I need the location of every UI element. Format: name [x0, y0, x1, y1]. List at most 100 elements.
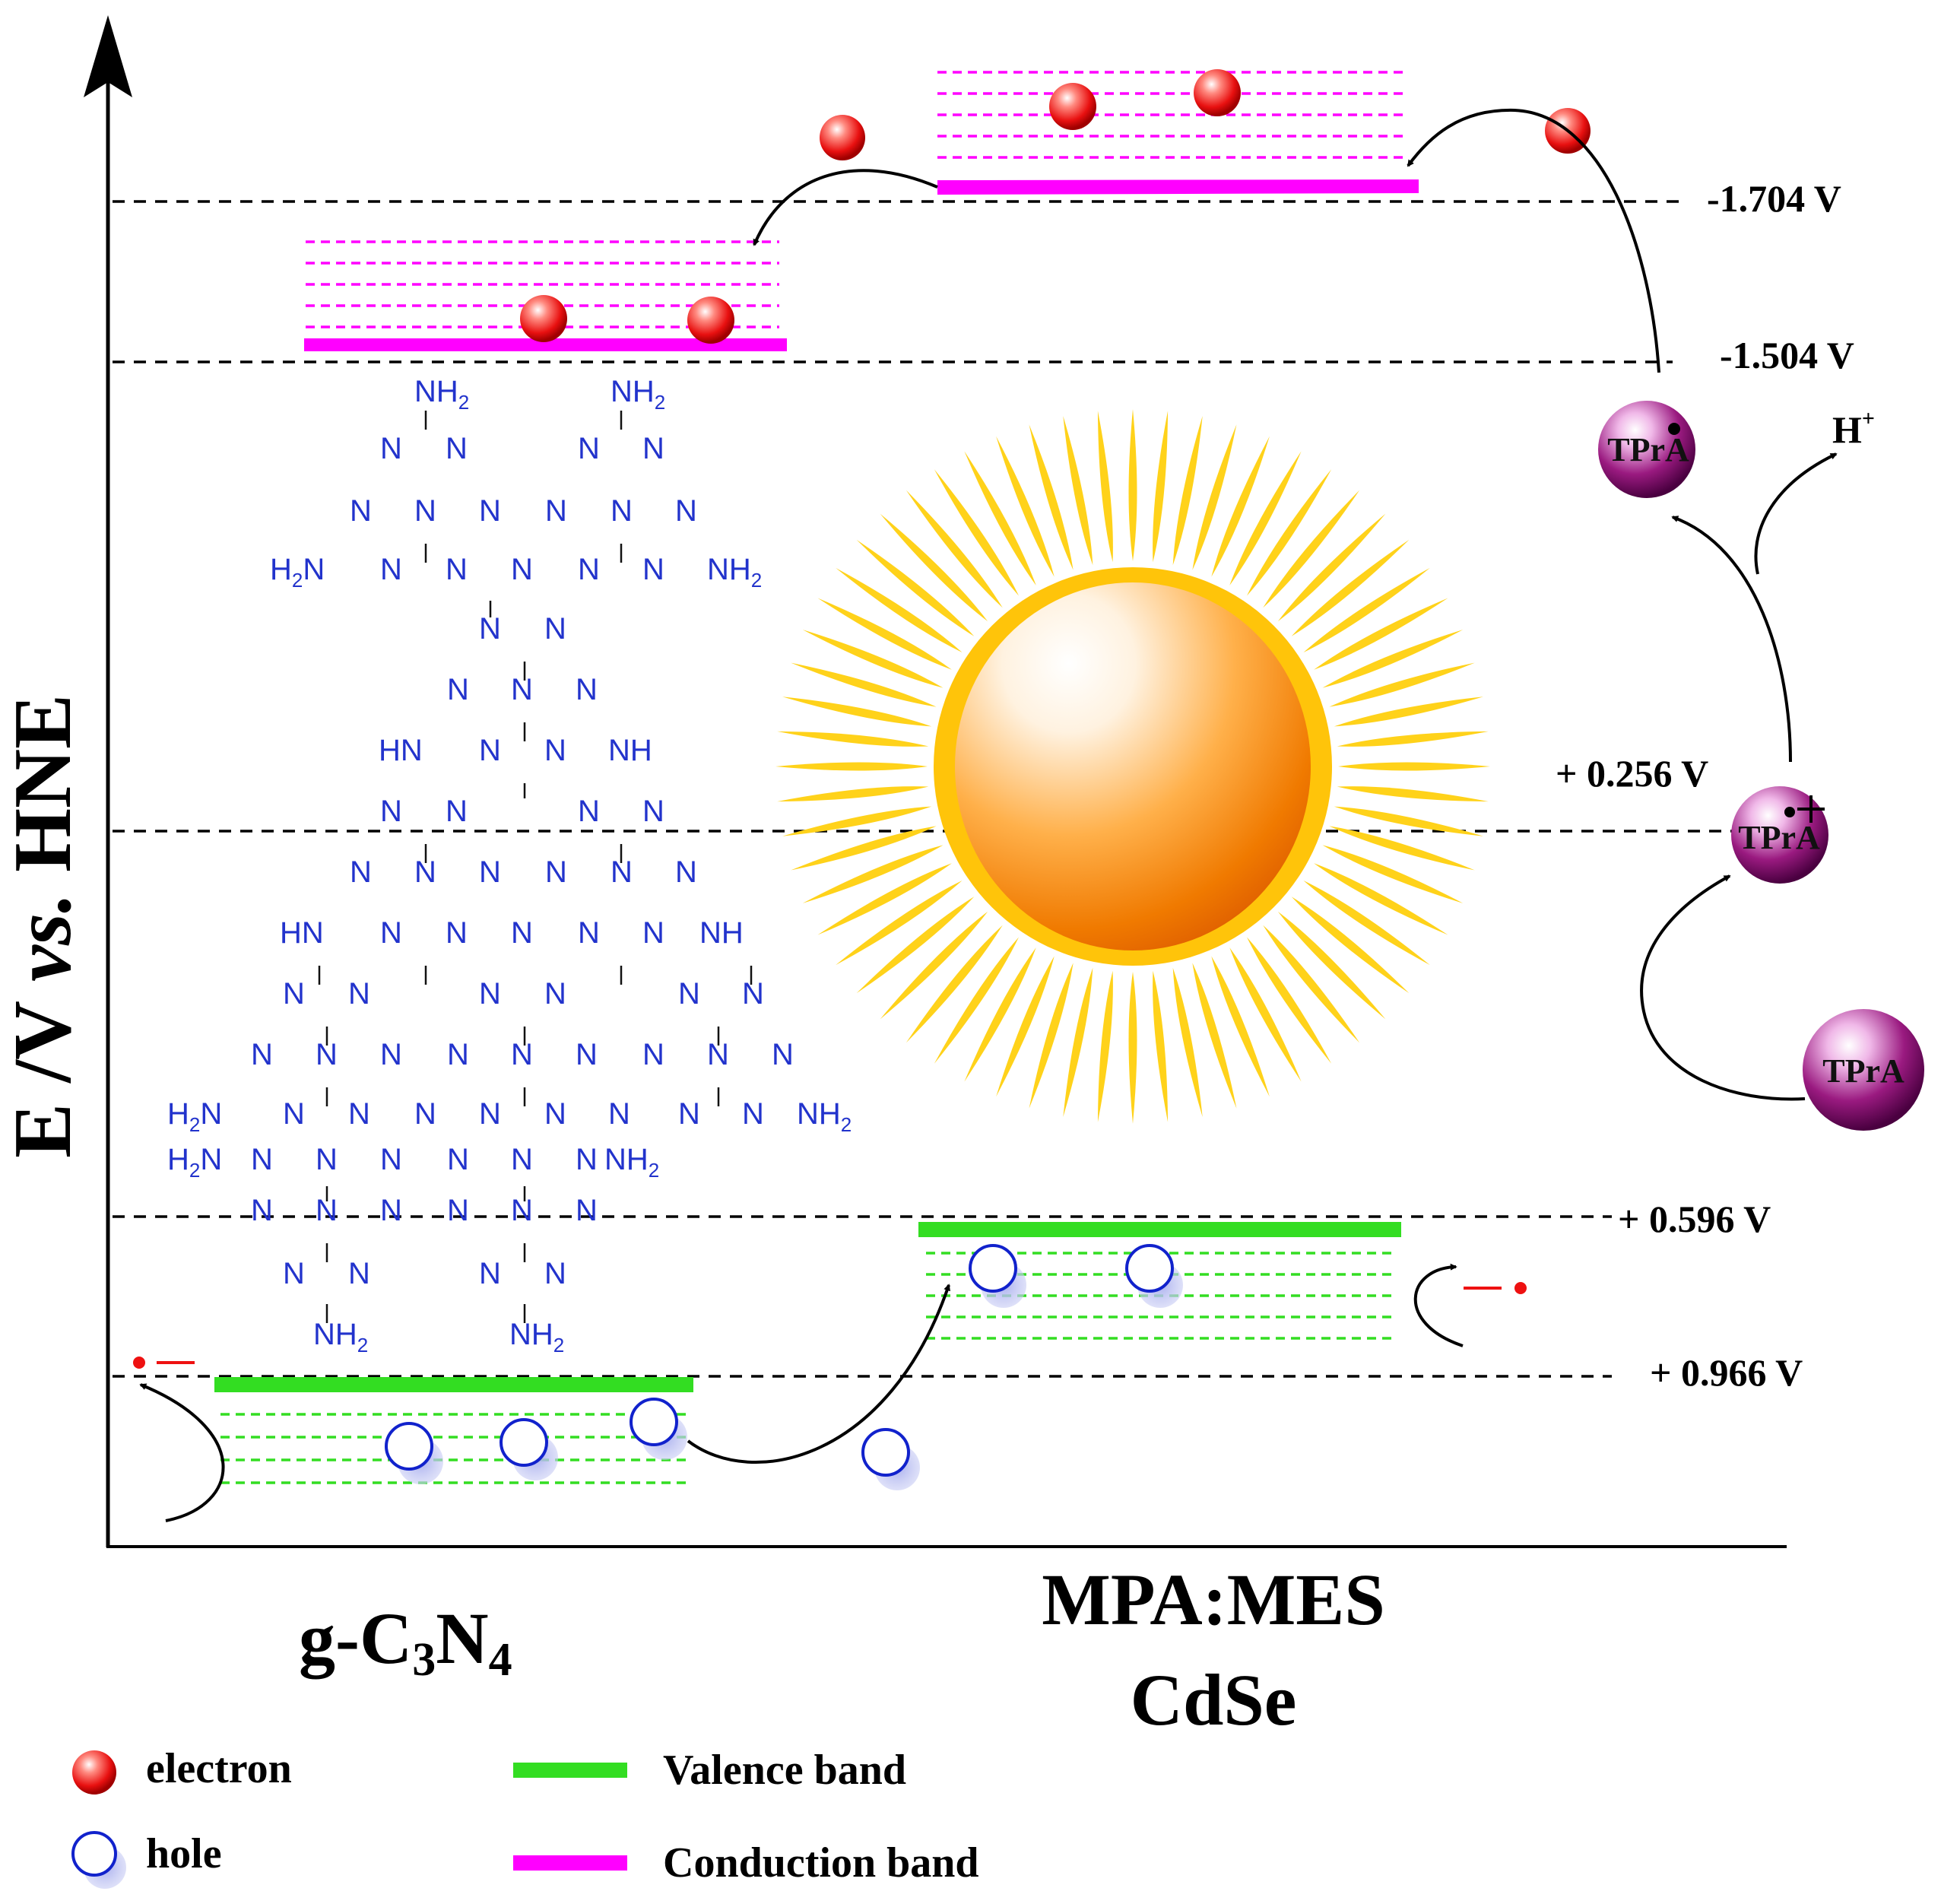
potential-label-cb-gcn: -1.504 V: [1720, 334, 1854, 376]
nitrogen-atom: N: [479, 855, 501, 889]
amine-group: NH2: [611, 375, 665, 414]
nitrogen-atom: N: [447, 1194, 469, 1227]
nitrogen-atom: N: [544, 734, 566, 767]
nitrogen-atom: N: [511, 1038, 533, 1071]
arrow-cation-to-radical: [1671, 516, 1792, 763]
legend-hole-label: hole: [146, 1830, 222, 1877]
nitrogen-atom: N: [576, 1194, 598, 1227]
nitrogen-atom: N: [642, 553, 664, 586]
ligand-ray: [1192, 424, 1237, 570]
nitrogen-atom: N: [479, 977, 501, 1011]
axes: [84, 15, 1787, 1548]
ligand-ray: [1277, 513, 1386, 622]
nitrogen-atom: N: [283, 1097, 305, 1131]
nitrogen-atom: N: [611, 494, 633, 528]
conduction-band-swatch: [513, 1855, 627, 1871]
ligand-ray: [1211, 436, 1270, 577]
ligand-ray: [1329, 662, 1475, 707]
ligand-ray: [880, 513, 988, 622]
valence-band-edge-gcn: [214, 1377, 693, 1392]
ligand-ray: [1263, 925, 1360, 1043]
nitrogen-atom: N: [446, 553, 468, 586]
quantum-dot-core: [955, 582, 1311, 950]
nitrogen-atom: N: [479, 734, 501, 767]
nitrogen-atom: N: [642, 795, 664, 828]
ligand-ray: [1322, 630, 1464, 688]
ligand-ray: [856, 896, 975, 994]
potential-label-tpra: + 0.256 V: [1556, 752, 1708, 795]
ligand-ray: [934, 469, 1019, 596]
dot-icon: [133, 1357, 145, 1369]
ligand-ray: [1063, 967, 1093, 1117]
ligand-ray: [791, 662, 937, 707]
nitrogen-atom: N: [479, 494, 501, 528]
y-axis-label-tail: HNE: [0, 694, 88, 893]
nitrogen-atom: N: [283, 1257, 305, 1290]
hole: [500, 1418, 558, 1480]
legend-conduction-label: Conduction band: [663, 1839, 979, 1887]
nitrogen-atom: N: [742, 1097, 764, 1131]
electrons: [520, 69, 1591, 344]
nitrogen-atom: N: [380, 553, 402, 586]
legend-electron: electron: [72, 1745, 292, 1795]
cdse-label-line2: CdSe: [1131, 1659, 1297, 1741]
ligand-ray: [1334, 697, 1483, 727]
ligand-ray: [1303, 567, 1430, 652]
nitrogen-atom: N: [511, 553, 533, 586]
proton-label: H+: [1832, 406, 1875, 451]
nitrogen-atom: N: [380, 432, 402, 465]
potential-label-vb-cdse: + 0.596 V: [1618, 1198, 1771, 1240]
ligand-ray: [1029, 424, 1074, 570]
ligand-ray: [1153, 970, 1169, 1122]
ligand-ray: [1153, 411, 1169, 563]
ligand-ray: [1229, 451, 1302, 585]
nitrogen-atom: N: [380, 1143, 402, 1176]
electron: [820, 115, 865, 160]
nitrogen-atom: N: [447, 1038, 469, 1071]
tpra-species: TPrA TPrA TPrA H+: [1598, 401, 1924, 1131]
y-axis-arrowhead: [84, 15, 132, 97]
hole: [385, 1422, 443, 1484]
nitrogen-atom: N: [511, 673, 533, 706]
ligand-ray: [775, 762, 928, 771]
ligand-ray: [1337, 786, 1489, 802]
nitrogen-atom: N: [414, 494, 436, 528]
quantum-dot-ligand-rays: [775, 409, 1490, 1124]
nitrogen-atom: N: [251, 1038, 273, 1071]
transfer-arrows: [139, 108, 1838, 1522]
ligand-ray: [1229, 947, 1302, 1082]
nitrogen-atom: N: [545, 494, 567, 528]
legend-electron-label: electron: [146, 1745, 292, 1792]
arrow-tpra-to-cation: [1640, 874, 1806, 1101]
nitrogen-atom: N: [544, 977, 566, 1011]
nitrogen-atom: N: [678, 977, 700, 1011]
amine-group: NH2: [509, 1318, 564, 1357]
nitrogen-atom: N: [578, 553, 600, 586]
arrow-hole-gcn-to-cdse: [687, 1284, 950, 1464]
conduction-band-edge-cdse: [937, 179, 1419, 195]
ligand-ray: [905, 925, 1003, 1043]
radical-dot-icon: [1784, 807, 1795, 817]
ligand-ray: [905, 490, 1003, 608]
ligand-ray: [1322, 845, 1464, 903]
ligand-ray: [836, 881, 963, 966]
ligand-ray: [856, 539, 975, 636]
y-axis-label-italic: vs.: [0, 893, 88, 982]
nitrogen-atom: N: [511, 916, 533, 950]
ligand-ray: [934, 937, 1019, 1064]
valence-band-gcn: [214, 1377, 693, 1484]
ligand-ray: [880, 911, 988, 1020]
ligand-ray: [996, 956, 1055, 1097]
nitrogen-atom: N: [348, 1097, 370, 1131]
nitrogen-atom: N: [414, 1097, 436, 1131]
tpra-radical-cation: TPrA: [1731, 786, 1828, 884]
ligand-ray: [964, 451, 1036, 585]
ligand-ray: [1211, 956, 1270, 1097]
ligand-ray: [777, 731, 929, 747]
nitrogen-atom: N: [446, 432, 468, 465]
nitrogen-atom: N: [642, 432, 664, 465]
legend-hole: hole: [71, 1830, 222, 1889]
ligand-ray: [777, 786, 929, 802]
legend-conduction: Conduction band: [513, 1839, 979, 1887]
